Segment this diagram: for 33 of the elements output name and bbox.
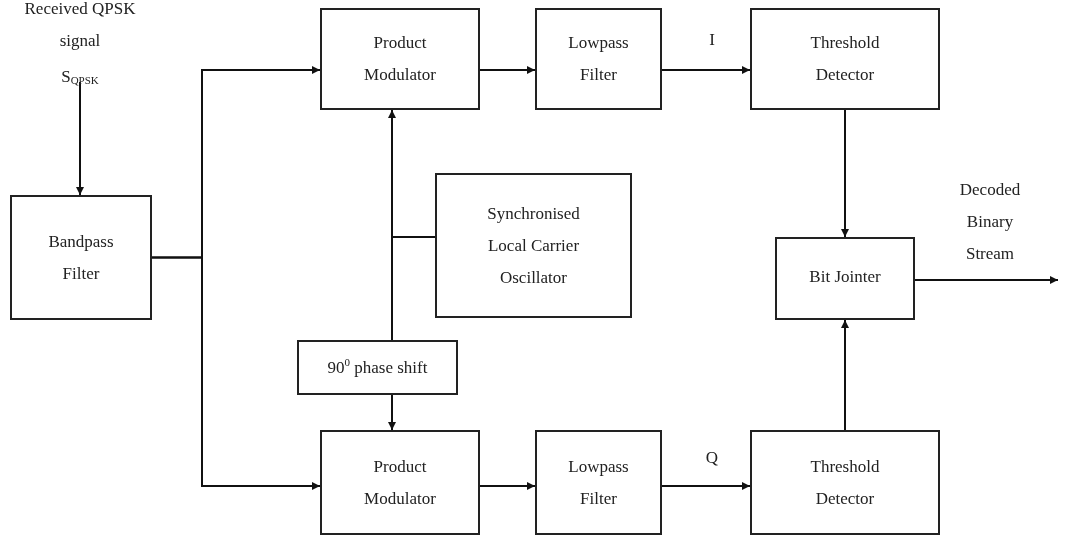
block-label: Threshold Detector: [809, 32, 881, 86]
arrow: [479, 482, 536, 490]
process-box: [535, 8, 662, 110]
arrow: [661, 66, 751, 74]
block-label: Synchronised Local Carrier Oscillator: [486, 202, 581, 289]
connector-line: [391, 236, 436, 341]
signal-label: S$_{QPSK}$: [61, 66, 99, 88]
arrow: [841, 319, 849, 431]
process-box: [535, 430, 662, 535]
process-box: [750, 8, 940, 110]
block-label: Bandpass Filter: [47, 230, 115, 285]
process-box: [775, 237, 915, 320]
block-label: Product Modulator: [363, 455, 437, 510]
process-box: [320, 430, 480, 535]
arrow: [661, 482, 751, 490]
process-box: [435, 173, 632, 318]
block-label: Lowpass Filter: [567, 32, 630, 86]
process-box: [750, 430, 940, 535]
process-box: [320, 8, 480, 110]
arrow: [388, 394, 396, 431]
block-label: Product Modulator: [363, 32, 437, 86]
arrow: [841, 109, 849, 238]
block-label: Lowpass Filter: [567, 455, 630, 510]
arrow: [479, 66, 536, 74]
signal-label: Received QPSK signal: [23, 0, 137, 52]
arrow: [914, 276, 1059, 284]
block-label: Threshold Detector: [809, 455, 881, 510]
arrow: [151, 256, 321, 490]
process-box: [297, 340, 458, 395]
block-label: 90$^{0}$ phase shift: [327, 354, 428, 379]
block-label: Bit Jointer: [809, 266, 881, 288]
arrow: [76, 81, 84, 196]
process-box: [10, 195, 152, 320]
